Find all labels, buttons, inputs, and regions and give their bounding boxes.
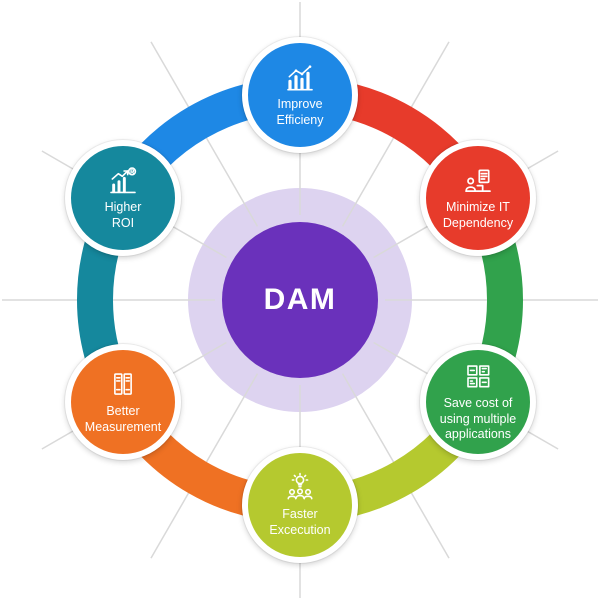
node-faster-execution: Faster Excecution (242, 447, 358, 563)
node-label: Save cost of using multiple applications (439, 396, 517, 442)
applications-grid-icon (463, 361, 493, 393)
node-save-cost: Save cost of using multiple applications (420, 344, 536, 460)
node-higher-roi: Higher ROI (65, 140, 181, 256)
node-label: Minimize IT Dependency (442, 199, 514, 230)
node-label: Higher ROI (104, 199, 142, 230)
node-minimize-it-dependency: Minimize IT Dependency (420, 140, 536, 256)
node-improve-efficiency: Improve Efficieny (242, 37, 358, 153)
center-label: DAM (263, 283, 337, 316)
node-label: Faster Excecution (269, 506, 331, 537)
node-label: Better Measurement (84, 403, 162, 434)
it-dependency-icon (462, 165, 494, 197)
roi-chart-icon (107, 165, 139, 197)
growth-chart-icon (284, 62, 316, 94)
center-circle: DAM (222, 222, 378, 378)
node-label: Improve Efficieny (276, 96, 324, 127)
documents-icon (108, 369, 138, 401)
idea-team-icon (284, 472, 316, 504)
node-better-measurement: Better Measurement (65, 344, 181, 460)
